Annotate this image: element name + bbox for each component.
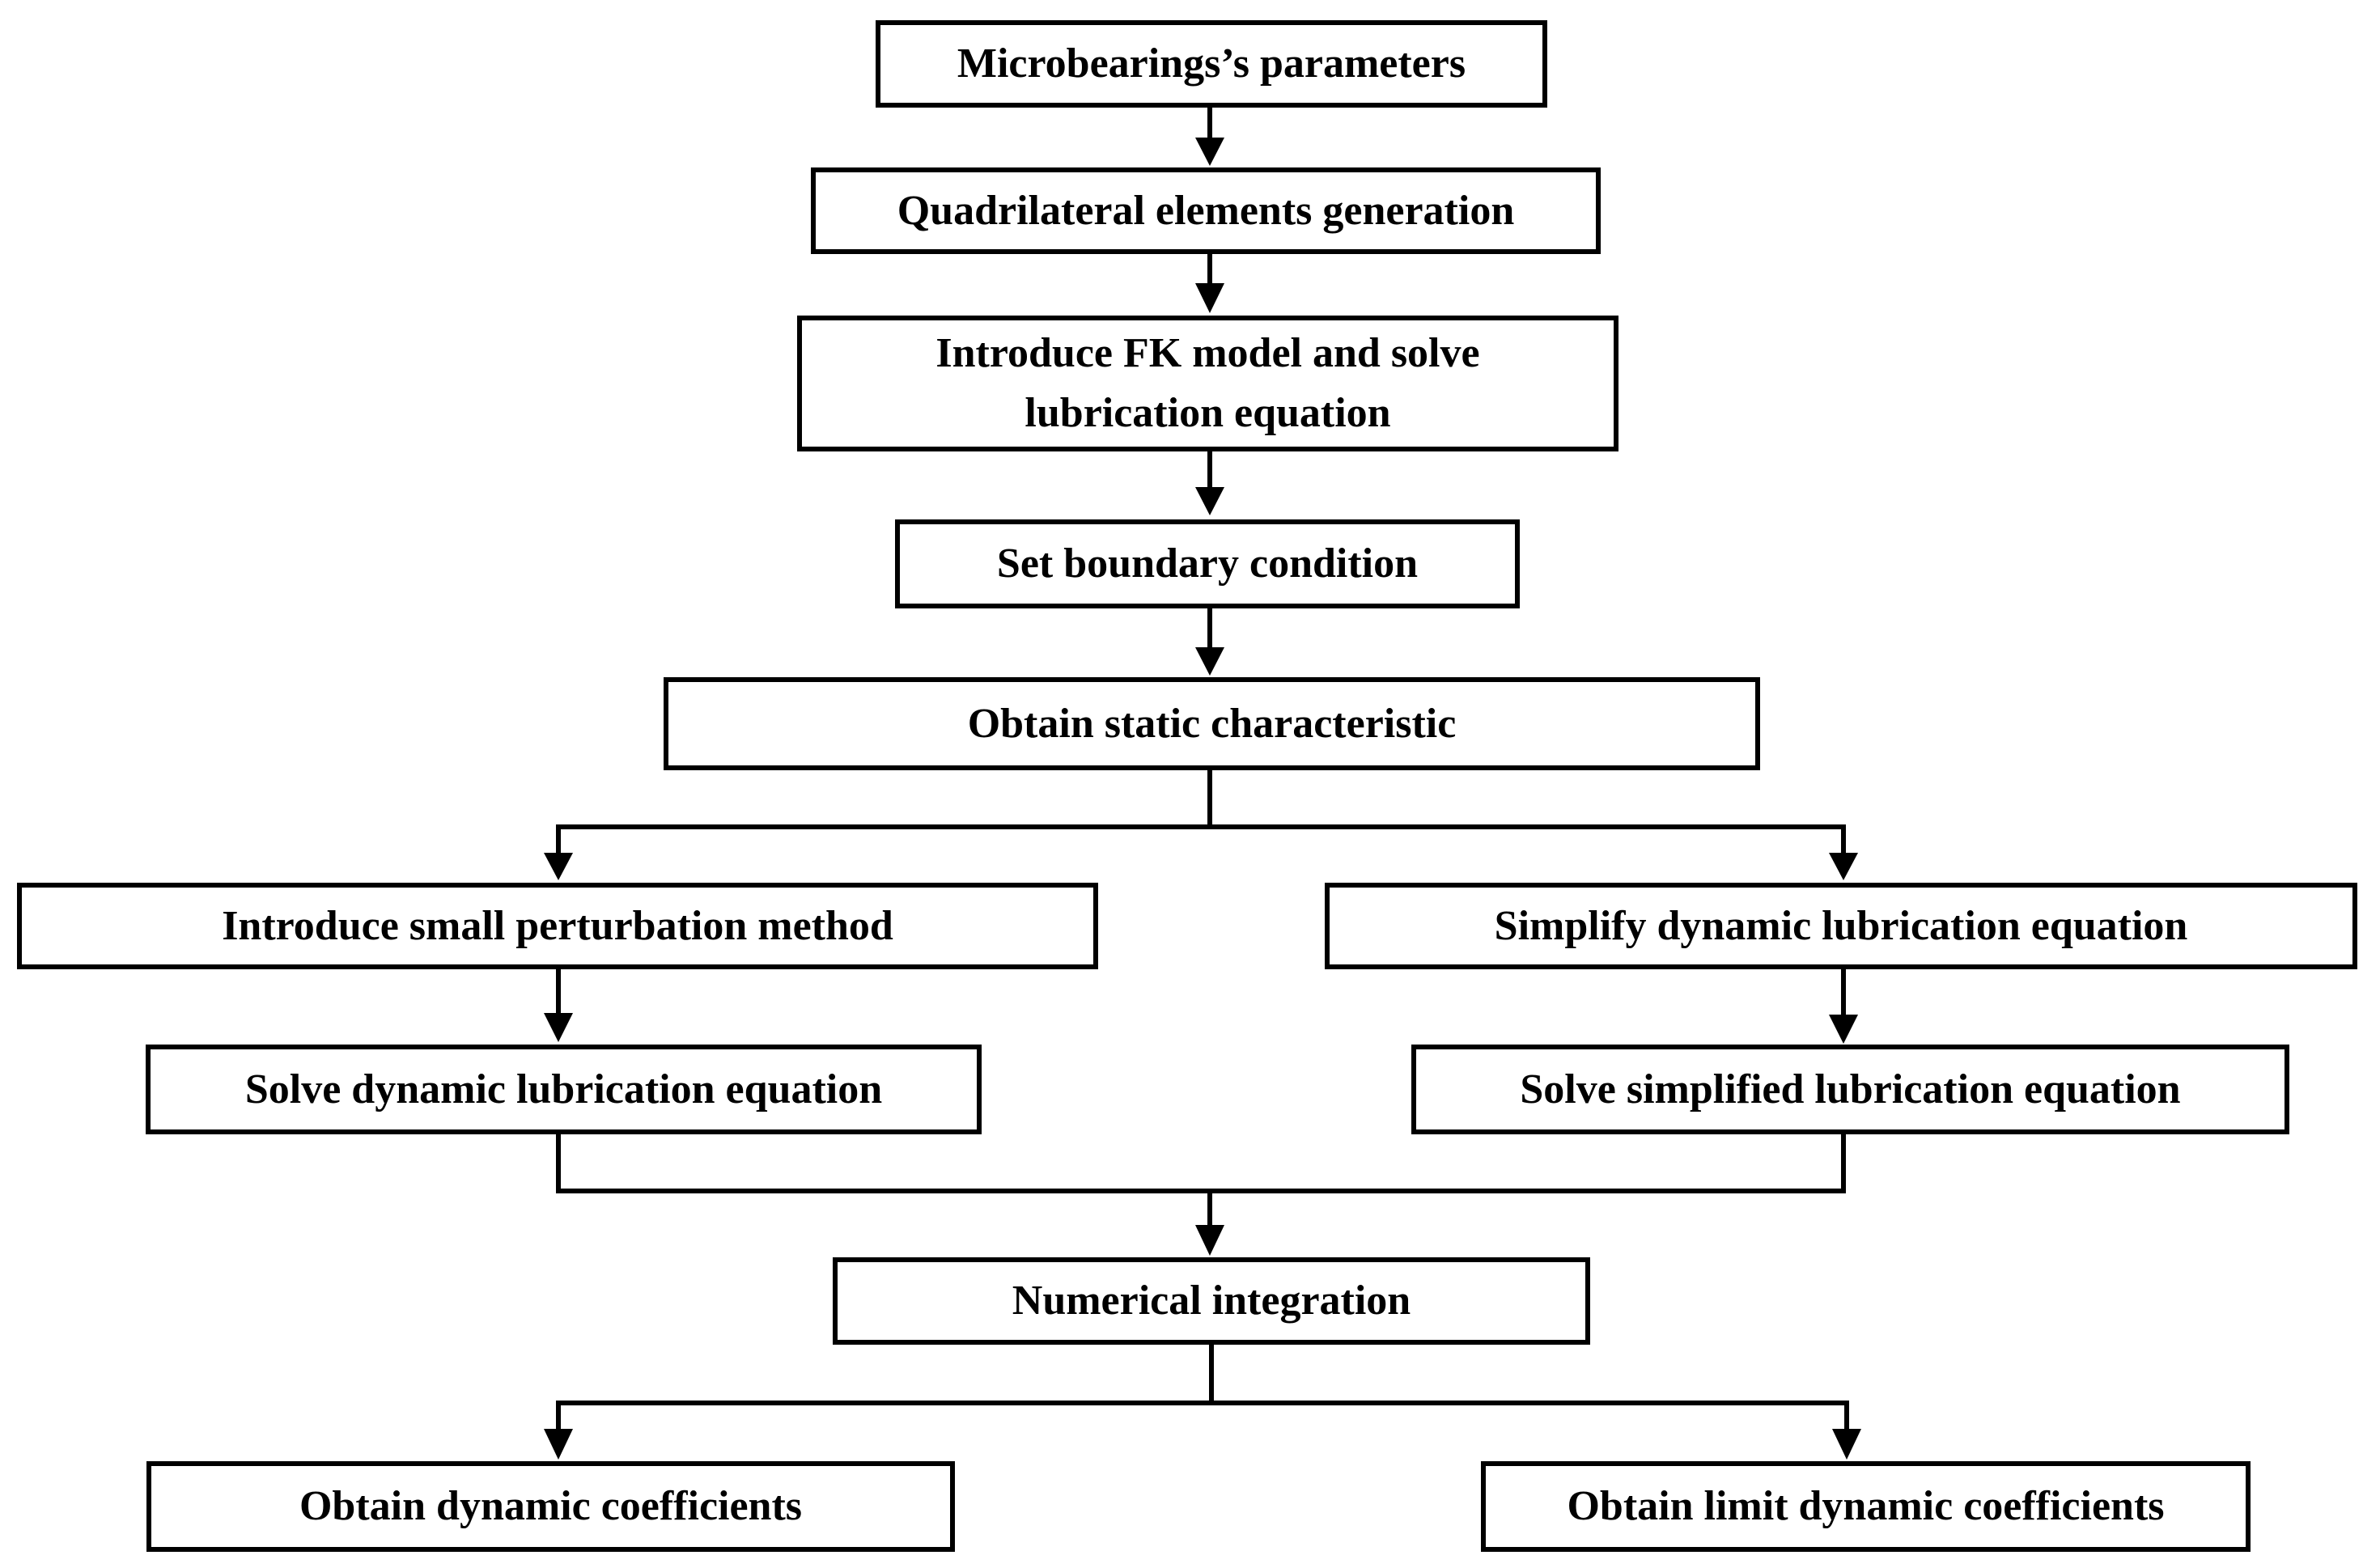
node-simplify-dynamic: Simplify dynamic lubrication equation	[1325, 883, 2357, 969]
node-fk-model: Introduce FK model and solve lubrication…	[797, 316, 1618, 451]
node-solve-dynamic: Solve dynamic lubrication equation	[146, 1045, 982, 1134]
arrowhead	[1829, 1015, 1858, 1044]
arrowhead	[1195, 487, 1224, 515]
arrowhead	[1832, 1429, 1861, 1460]
arrowhead	[544, 1429, 573, 1460]
arrowhead	[1195, 283, 1224, 313]
node-solve-simplified: Solve simplified lubrication equation	[1411, 1045, 2289, 1134]
node-numerical-integration: Numerical integration	[833, 1257, 1590, 1345]
node-limit-dynamic-coefficients: Obtain limit dynamic coefficients	[1481, 1461, 2251, 1552]
node-microbearings-parameters: Microbearings’s parameters	[876, 20, 1547, 108]
arrowhead	[544, 1013, 573, 1042]
node-static-characteristic: Obtain static characteristic	[664, 677, 1760, 770]
arrowhead	[1195, 138, 1224, 166]
node-dynamic-coefficients: Obtain dynamic coefficients	[146, 1461, 955, 1552]
node-quadrilateral-elements: Quadrilateral elements generation	[811, 167, 1601, 254]
node-boundary-condition: Set boundary condition	[895, 519, 1520, 608]
node-small-perturbation: Introduce small perturbation method	[17, 883, 1098, 969]
arrowhead	[1195, 1225, 1224, 1256]
arrowhead	[1195, 647, 1224, 676]
arrowhead	[1829, 853, 1858, 880]
arrowhead	[544, 853, 573, 880]
